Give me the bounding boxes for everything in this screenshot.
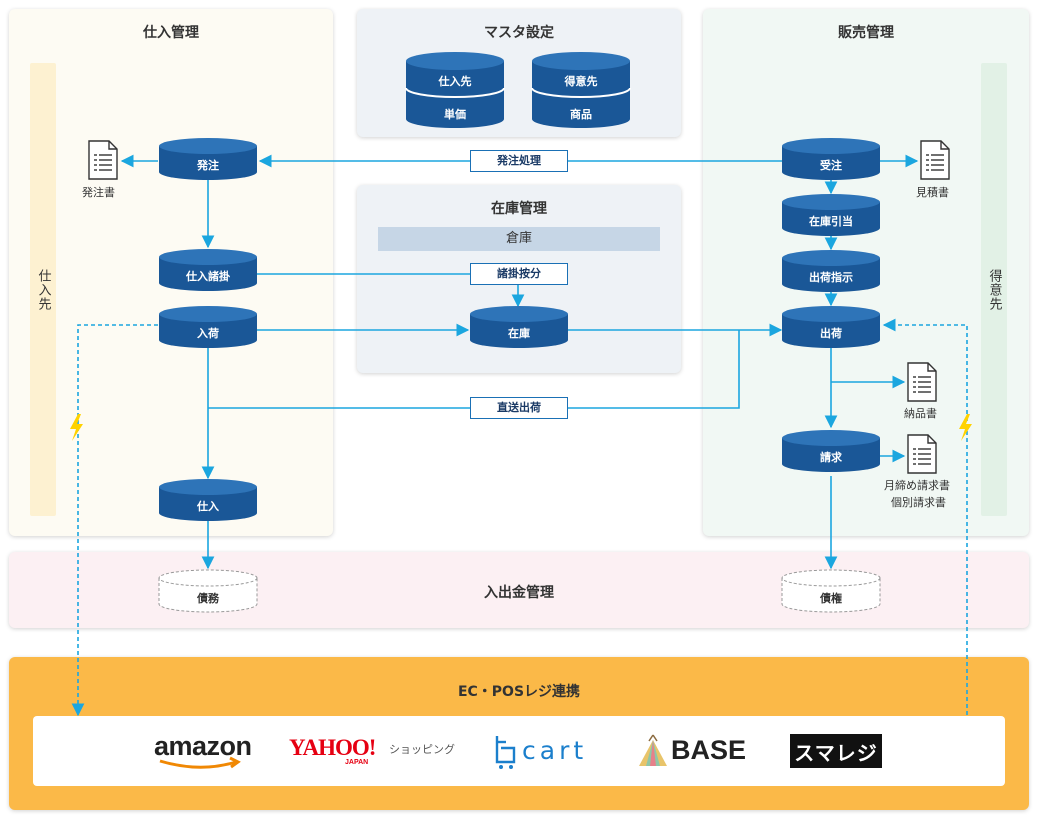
node-shipping-instruction: 出荷指示 bbox=[782, 250, 880, 292]
node-purchase-label: 仕入 bbox=[197, 500, 219, 513]
node-order: 発注 bbox=[159, 138, 257, 180]
lightning-icon bbox=[959, 414, 972, 441]
node-stock: 在庫 bbox=[470, 306, 568, 348]
amazon-logo: amazon bbox=[154, 716, 254, 786]
yahoo-shopping-text: ショッピング bbox=[389, 743, 455, 756]
document-icon bbox=[920, 140, 950, 180]
node-shipping: 出荷 bbox=[782, 306, 880, 348]
master-supplier-unitprice-cylinder: 仕入先 単価 bbox=[405, 52, 505, 128]
master-customer-product-cylinder: 得意先 商品 bbox=[531, 52, 631, 128]
document-icon bbox=[907, 362, 937, 402]
document-icon bbox=[88, 140, 118, 180]
node-purchase-charge-label: 仕入諸掛 bbox=[186, 270, 230, 283]
node-receivable: 債権 bbox=[781, 569, 881, 613]
node-purchase: 仕入 bbox=[159, 479, 257, 521]
line-direct-shipping bbox=[208, 330, 740, 409]
teepee-icon bbox=[639, 734, 667, 766]
amazon-smile-icon bbox=[159, 756, 241, 769]
master-panel-title: マスタ設定 bbox=[484, 25, 554, 41]
connector-direct-shipping: 直送出荷 bbox=[470, 397, 568, 419]
connector-order-processing: 発注処理 bbox=[470, 150, 568, 172]
node-billing: 請求 bbox=[782, 430, 880, 472]
cart-logo: cart bbox=[494, 716, 604, 786]
master-product-label: 商品 bbox=[570, 108, 592, 121]
node-receiving-label: 入荷 bbox=[197, 327, 219, 340]
warehouse-band: 倉庫 bbox=[378, 227, 660, 251]
node-receivable-label: 債権 bbox=[820, 592, 842, 605]
purchase-order-doc-label: 発注書 bbox=[82, 186, 115, 199]
customer-side-bar: 得意先 bbox=[981, 63, 1007, 516]
supplier-side-label: 仕入先 bbox=[35, 268, 51, 311]
line-ec-to-receiving bbox=[71, 324, 158, 717]
smaregi-logo-box: スマレジ bbox=[790, 734, 882, 768]
purchase-panel-title: 仕入管理 bbox=[143, 25, 199, 41]
smaregi-logo-text: スマレジ bbox=[794, 740, 878, 765]
node-billing-label: 請求 bbox=[820, 451, 842, 464]
node-receiving: 入荷 bbox=[159, 306, 257, 348]
lightning-icon bbox=[70, 414, 83, 441]
delivery-note-doc-label: 納品書 bbox=[904, 407, 937, 420]
line-ec-to-shipping bbox=[882, 318, 968, 715]
purchase-panel: 仕入管理 仕入先 bbox=[9, 9, 333, 536]
ec-panel: EC・POSレジ連携 amazon YAHOO! JAPAN ショッピング bbox=[9, 657, 1029, 810]
inventory-panel-title: 在庫管理 bbox=[491, 201, 547, 217]
cart-icon bbox=[495, 736, 516, 769]
node-stock-label: 在庫 bbox=[508, 327, 530, 340]
ec-panel-title: EC・POSレジ連携 bbox=[457, 684, 581, 700]
document-icon bbox=[907, 434, 937, 474]
node-order-received: 受注 bbox=[782, 138, 880, 180]
amazon-logo-text: amazon bbox=[154, 731, 252, 761]
master-unit-price-label: 単価 bbox=[444, 108, 466, 121]
node-payable-label: 債務 bbox=[197, 592, 219, 605]
node-stock-allocation-label: 在庫引当 bbox=[809, 215, 853, 228]
node-purchase-charge: 仕入諸掛 bbox=[159, 249, 257, 291]
supplier-side-bar: 仕入先 bbox=[30, 63, 56, 516]
cart-logo-text: cart bbox=[522, 736, 588, 765]
estimate-doc-label: 見積書 bbox=[916, 186, 949, 199]
monthly-invoice-doc-label: 月締め請求書 bbox=[884, 479, 950, 492]
sales-panel-title: 販売管理 bbox=[838, 25, 894, 41]
yahoo-logo-text: YAHOO! bbox=[289, 735, 376, 760]
base-logo-text: BASE bbox=[671, 735, 747, 765]
connector-charge-allocation: 諸掛按分 bbox=[470, 263, 568, 285]
customer-side-label: 得意先 bbox=[986, 268, 1002, 311]
node-shipping-label: 出荷 bbox=[820, 327, 842, 340]
node-stock-allocation: 在庫引当 bbox=[782, 194, 880, 236]
base-logo: BASE bbox=[637, 716, 757, 786]
node-order-received-label: 受注 bbox=[820, 159, 842, 172]
node-order-label: 発注 bbox=[197, 159, 219, 172]
yahoo-shopping-logo: YAHOO! JAPAN ショッピング bbox=[289, 716, 459, 786]
payments-panel-title: 入出金管理 bbox=[484, 585, 554, 601]
smaregi-logo: スマレジ bbox=[790, 716, 882, 786]
master-customer-label: 得意先 bbox=[564, 75, 598, 88]
yahoo-japan-text: JAPAN bbox=[345, 759, 369, 766]
ec-logos-area: amazon YAHOO! JAPAN ショッピング bbox=[33, 716, 1005, 786]
individual-invoice-doc-label: 個別請求書 bbox=[891, 496, 946, 509]
node-payable: 債務 bbox=[158, 569, 258, 613]
master-supplier-label: 仕入先 bbox=[438, 75, 472, 88]
node-shipping-instruction-label: 出荷指示 bbox=[809, 271, 853, 284]
